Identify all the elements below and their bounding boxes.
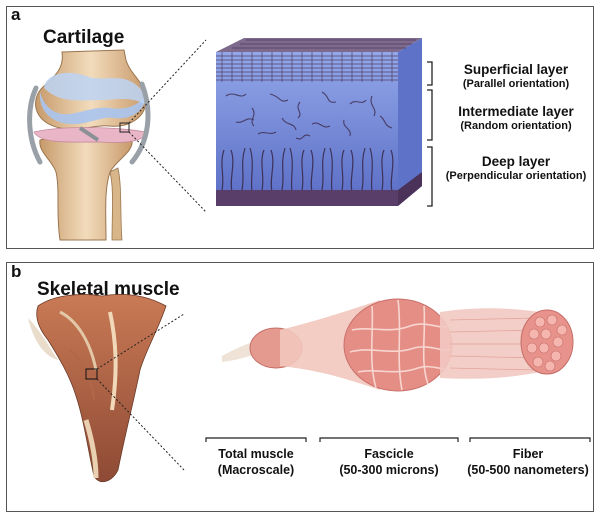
scale-total-muscle-name: Total muscle: [218, 447, 294, 461]
scale-fascicle: Fascicle (50-300 microns): [318, 446, 460, 478]
layer-deep-orientation: (Perpendicular orientation): [445, 170, 587, 182]
cartilage-title: Cartilage: [43, 27, 125, 48]
layer-superficial-orientation: (Parallel orientation): [462, 78, 570, 90]
panel-a-letter: a: [11, 5, 21, 24]
cartilage-zoom-box: [119, 122, 130, 133]
layer-superficial: Superficial layer (Parallel orientation): [436, 62, 596, 90]
layer-deep: Deep layer (Perpendicular orientation): [436, 154, 596, 182]
muscle-zoom-box: [85, 368, 98, 380]
muscle-hierarchy: [222, 298, 574, 392]
cartilage-layer-cube: [216, 38, 422, 206]
scale-fiber: Fiber (50-500 nanometers): [462, 446, 594, 478]
scale-total-muscle: Total muscle (Macroscale): [200, 446, 312, 478]
scale-total-muscle-detail: (Macroscale): [217, 463, 295, 477]
layer-deep-name: Deep layer: [481, 154, 551, 169]
panel-a: [6, 6, 594, 249]
panel-b: [6, 262, 594, 512]
muscle-figure: [28, 294, 167, 483]
scale-fiber-detail: (50-500 nanometers): [467, 463, 589, 477]
scale-fascicle-detail: (50-300 microns): [339, 463, 439, 477]
layer-intermediate-name: Intermediate layer: [458, 104, 574, 119]
layer-superficial-name: Superficial layer: [463, 62, 569, 77]
scale-fiber-name: Fiber: [512, 447, 544, 461]
layer-brackets: [427, 61, 433, 207]
layer-intermediate-orientation: (Random orientation): [460, 120, 572, 132]
scale-fascicle-name: Fascicle: [364, 447, 414, 461]
knee-illustration: [27, 49, 151, 241]
panel-b-letter: b: [11, 262, 22, 281]
scale-brackets: [205, 437, 591, 442]
layer-intermediate: Intermediate layer (Random orientation): [436, 104, 596, 132]
